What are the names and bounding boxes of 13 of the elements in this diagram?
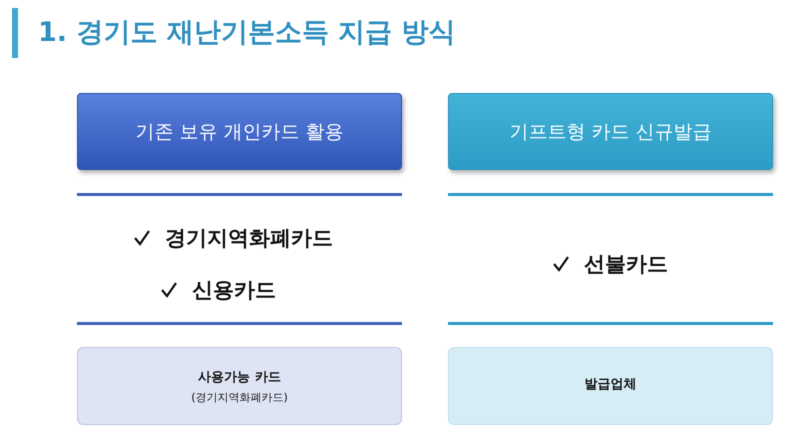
list-item: 신용카드 <box>192 277 276 304</box>
panel-heading: 사용가능 카드 <box>197 368 282 386</box>
panel-heading: 발급업체 <box>584 376 638 393</box>
info-panel <box>77 347 402 425</box>
panel-text: (경기지역화폐카드) <box>190 390 289 404</box>
list-item: 선불카드 <box>584 251 668 278</box>
list-item: 경기지역화폐카드 <box>165 225 333 252</box>
slide-title: 1. 경기도 재난기본소득 지급 방식 <box>38 16 456 50</box>
option-header <box>448 93 773 170</box>
panel-heading: 기프트형 카드 신규발급 <box>508 120 713 144</box>
info-panel <box>448 347 773 425</box>
option-header <box>77 93 402 170</box>
panel-heading: 기존 보유 개인카드 활용 <box>134 120 345 144</box>
